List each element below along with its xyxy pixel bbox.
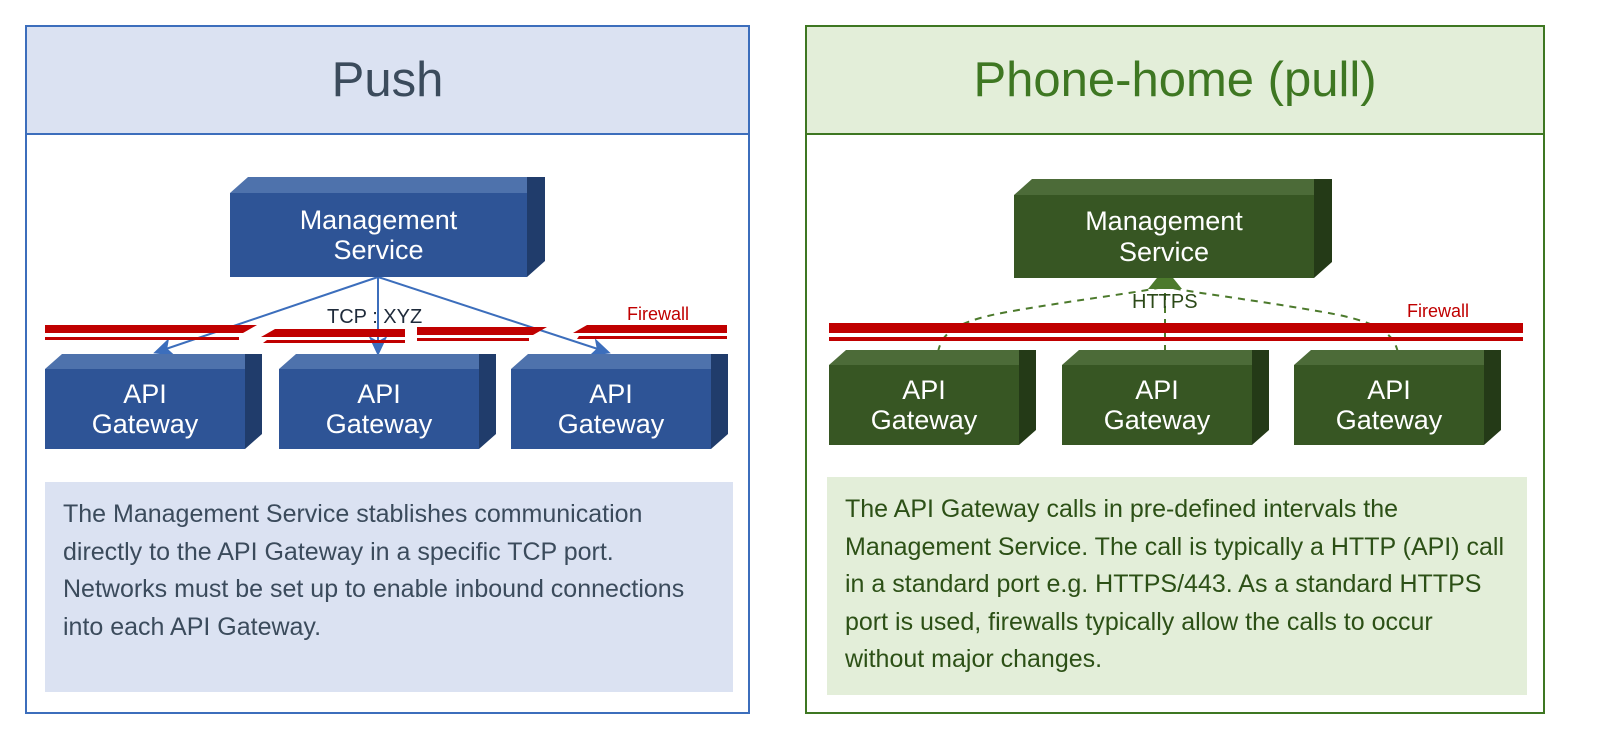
box-side-face [245, 354, 262, 449]
box-side-face [1484, 350, 1501, 445]
push-api-gateway-box-1[interactable]: API Gateway [45, 354, 262, 449]
box-front-face: API Gateway [1294, 365, 1484, 445]
push-api-gateway-3-line1: API [589, 378, 633, 409]
pull-management-service-label-line1: Management [1085, 206, 1243, 236]
pull-connectors [829, 268, 1523, 366]
pull-api-gateway-3-line2: Gateway [1335, 405, 1443, 435]
box-side-face [1314, 179, 1332, 278]
box-side-face [1019, 350, 1036, 445]
push-api-gateway-1-line2: Gateway [91, 409, 199, 439]
box-top-face [45, 354, 245, 369]
box-top-face [279, 354, 479, 369]
push-management-service-label-line2: Service [333, 235, 424, 265]
push-firewall-line [45, 325, 727, 343]
box-front-face: API Gateway [829, 365, 1019, 445]
pull-api-gateway-box-1[interactable]: API Gateway [829, 350, 1036, 445]
box-front-face: API Gateway [1062, 365, 1252, 445]
phone-home-description: The API Gateway calls in pre-defined int… [827, 477, 1527, 695]
pull-firewall-line [829, 323, 1523, 341]
pull-api-gateway-box-3[interactable]: API Gateway [1294, 350, 1501, 445]
push-api-gateway-box-2[interactable]: API Gateway [279, 354, 496, 449]
box-side-face [1252, 350, 1269, 445]
push-description: The Management Service stablishes commun… [45, 482, 733, 692]
push-connector-label: TCP : XYZ [327, 306, 423, 328]
box-top-face [829, 350, 1019, 365]
box-side-face [527, 177, 545, 277]
box-top-face [1014, 179, 1314, 195]
panel-push-title: Push [331, 52, 444, 107]
pull-api-gateway-1-line1: API [902, 374, 946, 405]
pull-dashed-left [936, 286, 1163, 366]
box-front-face: Management Service [230, 193, 527, 277]
box-side-face [711, 354, 728, 449]
panel-phone-home-diagram: Management Service HT [807, 137, 1543, 472]
push-connectors [45, 276, 727, 356]
panel-push-header: Push [27, 27, 748, 135]
push-api-gateway-1-line1: API [123, 378, 167, 409]
push-api-gateway-3-line2: Gateway [557, 409, 665, 439]
box-front-face: Management Service [1014, 195, 1314, 278]
push-firewall-label: Firewall [627, 304, 690, 324]
push-api-gateway-2-line2: Gateway [325, 409, 433, 439]
box-front-face: API Gateway [45, 369, 245, 449]
push-management-service-label-line1: Management [299, 204, 458, 235]
pull-api-gateway-1-line2: Gateway [870, 405, 978, 435]
push-arrow-right [377, 276, 611, 356]
push-api-gateway-box-3[interactable]: API Gateway [511, 354, 728, 449]
box-front-face: API Gateway [511, 369, 711, 449]
push-management-service-box[interactable]: Management Service [230, 177, 545, 277]
pull-api-gateway-3-line1: API [1367, 374, 1411, 405]
pull-api-gateway-2-line2: Gateway [1103, 405, 1211, 435]
pull-management-service-label-line2: Service [1118, 236, 1210, 267]
pull-api-gateway-2-line1: API [1135, 374, 1179, 405]
panel-phone-home-title: Phone-home (pull) [973, 52, 1377, 107]
box-top-face [230, 177, 527, 193]
pull-connector-label: HTTPS [1132, 291, 1198, 313]
box-top-face [511, 354, 711, 369]
box-top-face [1062, 350, 1252, 365]
box-side-face [479, 354, 496, 449]
pull-api-gateway-box-2[interactable]: API Gateway [1062, 350, 1269, 445]
pull-arrowhead-up-icon [1148, 268, 1182, 289]
box-front-face: API Gateway [279, 369, 479, 449]
push-api-gateway-2-line1: API [357, 378, 401, 409]
panel-push-diagram: Management Service [27, 137, 748, 472]
panel-phone-home: Phone-home (pull) Management Service [805, 25, 1545, 714]
pull-firewall-label: Firewall [1407, 301, 1470, 321]
panel-phone-home-header: Phone-home (pull) [807, 27, 1543, 135]
panel-push: Push Management Service [25, 25, 750, 714]
pull-management-service-box[interactable]: Management Service [1014, 179, 1332, 278]
box-top-face [1294, 350, 1484, 365]
